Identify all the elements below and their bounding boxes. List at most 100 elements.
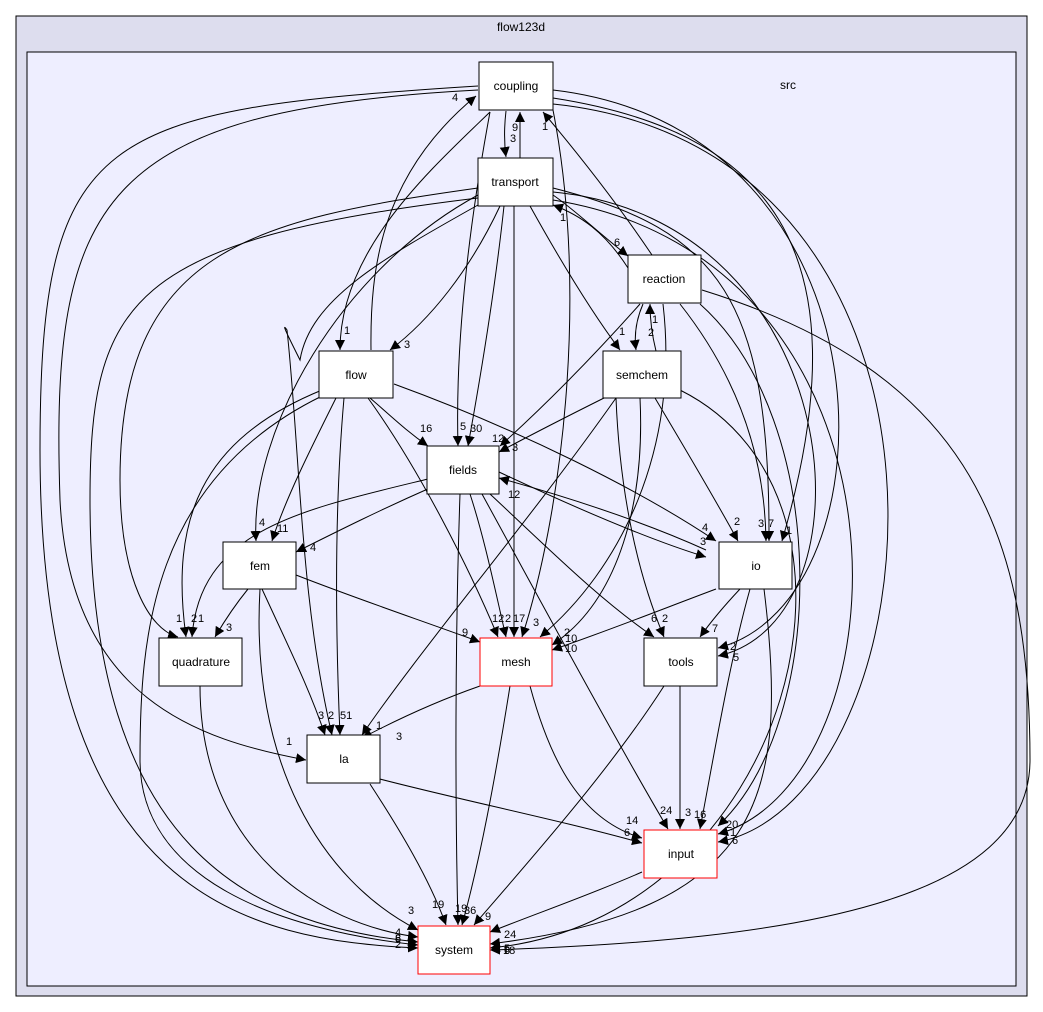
edge-label: 1 [619, 326, 625, 338]
node-transport[interactable]: transport [477, 157, 554, 207]
edge-coupling-tools [552, 89, 840, 651]
edge-label: 5 [504, 943, 510, 955]
edge-mesh-la [361, 685, 481, 739]
edge-label: 3 [408, 905, 414, 917]
edge-label: 5 [733, 652, 739, 664]
edge-flow-mesh [367, 397, 499, 638]
node-la[interactable]: la [306, 734, 381, 784]
edge-label: 2 [564, 627, 570, 639]
node-semchem-label: semchem [616, 368, 668, 382]
node-coupling-label: coupling [494, 79, 539, 93]
cluster-src-label: src [780, 78, 796, 92]
edge-label: 3 [226, 622, 232, 634]
node-coupling[interactable]: coupling [478, 61, 554, 111]
edge-label: 3 [512, 442, 518, 454]
edge-semchem-la [361, 397, 617, 736]
node-flow[interactable]: flow [318, 350, 394, 399]
node-semchem[interactable]: semchem [602, 350, 682, 399]
edge-input-system [489, 871, 643, 933]
node-transport-label: transport [491, 175, 539, 189]
edge-fem-la [261, 588, 327, 736]
node-quadrature[interactable]: quadrature [158, 637, 243, 687]
node-system[interactable]: system [417, 925, 491, 975]
edge-label: 1 [376, 720, 382, 732]
edge-semchem-io [654, 397, 739, 542]
edge-la-input [375, 777, 643, 846]
edge-label: 3 [700, 536, 706, 548]
edge-reaction-input [699, 303, 801, 827]
edge-coupling-system [39, 85, 479, 953]
edge-label: 6 [732, 835, 738, 847]
edge-label: 30 [470, 423, 482, 435]
node-mesh[interactable]: mesh [479, 637, 553, 687]
edge-labels: 9 3 1 4 1 6 1 2 1 1 3 16 5 30 12 3 12 4 … [176, 92, 792, 957]
edge-label: 3 [396, 731, 402, 743]
edge-label: 2 [395, 939, 401, 951]
edge-flow-fem [270, 397, 337, 542]
edge-label: 2 [734, 516, 740, 528]
node-fields[interactable]: fields [426, 445, 500, 495]
edge-label: 6 [651, 613, 657, 625]
edge-label: 3 [685, 807, 691, 819]
edge-semchem-system [489, 389, 797, 953]
edge-fields-quadrature [187, 478, 429, 638]
edge-coupling-flow [335, 111, 491, 351]
node-la-label: la [339, 752, 349, 766]
edge-reaction-fields [499, 303, 641, 447]
node-io[interactable]: io [718, 541, 793, 590]
edge-fields-tools [489, 493, 655, 638]
edge-fields-io [498, 471, 707, 559]
edge-label: 11 [277, 523, 288, 535]
edge-fields-fem [295, 487, 431, 553]
node-tools-label: tools [668, 655, 693, 669]
edge-label: 7 [768, 518, 774, 530]
edge-reaction-coupling [542, 111, 653, 256]
edge-label: 6 [614, 237, 620, 249]
edge-label: 7 [712, 623, 718, 635]
edge-coupling-io [552, 97, 813, 542]
edge-label: 1 [286, 736, 292, 748]
node-fields-label: fields [449, 463, 477, 477]
edge-transport-reaction [552, 194, 629, 257]
edge-label: 12 [492, 613, 504, 625]
edge-label: 12 [492, 433, 504, 445]
edge-flow-io [393, 383, 717, 542]
edge-mesh-input [529, 685, 643, 841]
edge-flow-la [334, 397, 345, 736]
edge-transport-tools [552, 191, 816, 659]
edge-coupling-input [552, 103, 889, 846]
edge-fields-mesh [469, 493, 509, 638]
edge-fem-system [258, 588, 419, 931]
edge-label: 9 [512, 122, 518, 134]
node-fem-label: fem [250, 559, 270, 573]
node-input[interactable]: input [643, 829, 718, 879]
edge-label: 4 [259, 517, 265, 529]
edge-label: 19 [432, 899, 444, 911]
edge-label: 1 [730, 827, 736, 839]
node-tools[interactable]: tools [643, 637, 718, 687]
edge-io-mesh [551, 588, 717, 652]
edge-mesh-system [459, 685, 511, 926]
edge-coupling-mesh [520, 109, 571, 638]
edge-label: 18 [503, 945, 515, 957]
edge-label: 36 [464, 905, 476, 917]
edge-reaction-semchem [629, 303, 644, 351]
edge-label: 8 [395, 933, 401, 945]
edge-label: 2 [191, 613, 197, 625]
edge-label: 4 [452, 92, 458, 104]
cluster-flow123d-label: flow123d [497, 20, 545, 34]
edge-label: 4 [310, 542, 316, 554]
edge-label: 12 [508, 489, 520, 501]
node-fem[interactable]: fem [222, 541, 297, 590]
edge-reaction-transport [552, 203, 629, 269]
node-quadrature-label: quadrature [172, 655, 230, 669]
edge-coupling-transport [499, 110, 510, 158]
edge-tools-system [473, 685, 665, 926]
edge-label: 1 [198, 613, 204, 625]
edge-label: 4 [702, 522, 708, 534]
edge-flow-system [139, 395, 419, 949]
node-reaction[interactable]: reaction [627, 254, 702, 304]
edge-fem-mesh [295, 574, 481, 644]
edge-transport-input [552, 199, 853, 837]
